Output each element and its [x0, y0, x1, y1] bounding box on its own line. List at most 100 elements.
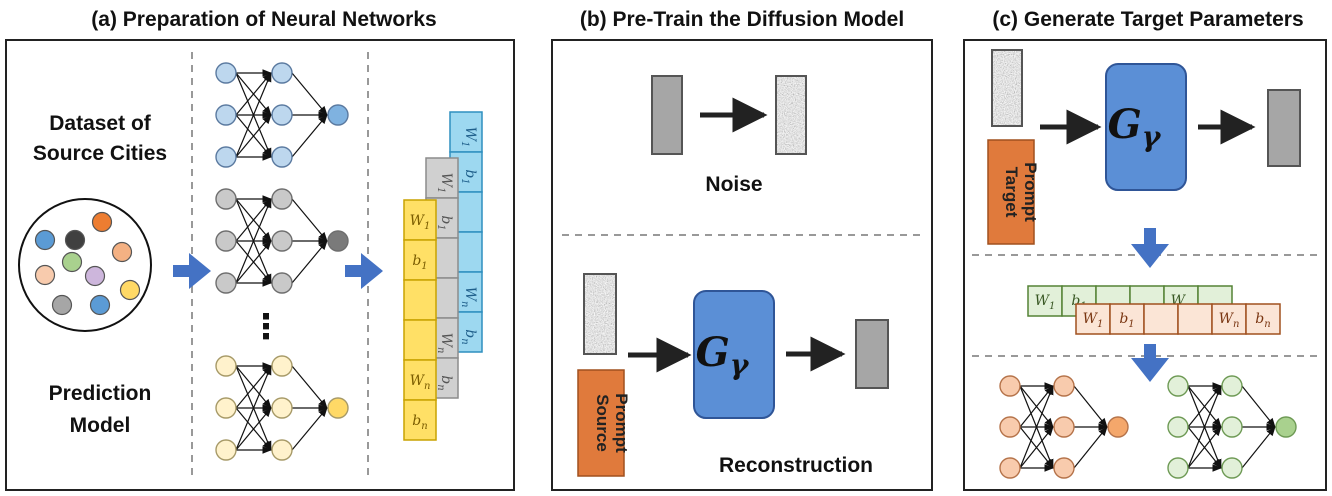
- network-output-node: [327, 104, 349, 126]
- target-prompt-box: [987, 139, 1035, 245]
- noisy-input-block: [584, 274, 616, 354]
- network-node: [271, 146, 293, 168]
- network-edge: [291, 114, 328, 158]
- source-network: [215, 62, 349, 168]
- noise-label: Noise: [705, 173, 762, 196]
- parameter-cell: [449, 111, 483, 153]
- parameter-cell: [1245, 303, 1281, 335]
- network-node: [271, 104, 293, 126]
- network-edge: [1241, 385, 1276, 428]
- source-prompt-line2: Prompt: [612, 393, 631, 453]
- parameter-cell: [403, 399, 437, 441]
- dataset-dot: [111, 241, 133, 263]
- model-symbol-c: Gγ: [1108, 101, 1162, 153]
- dataset-dot: [61, 251, 83, 273]
- network-node: [271, 188, 293, 210]
- network-node: [1167, 375, 1189, 397]
- network-edge: [291, 407, 328, 451]
- diffusion-model-block-b: [693, 290, 775, 419]
- parameter-cell: [1177, 303, 1213, 335]
- param-cell-label: bn: [459, 329, 478, 344]
- param-cell-label: bn: [435, 375, 454, 390]
- blue-down-arrow-c1: [1131, 228, 1169, 268]
- dataset-label-line1: Dataset of: [49, 112, 152, 135]
- network-edge: [235, 240, 272, 284]
- parameter-cell: [1211, 303, 1247, 335]
- network-edge: [1019, 426, 1054, 469]
- network-edge: [235, 114, 272, 158]
- network-edge: [1073, 385, 1108, 428]
- network-output-node: [327, 230, 349, 252]
- noisy-input-border: [583, 273, 617, 355]
- network-edge: [291, 198, 328, 242]
- network-node: [1221, 375, 1243, 397]
- param-cell-label: Wn: [435, 333, 454, 354]
- network-node: [271, 62, 293, 84]
- network-node: [1053, 457, 1075, 479]
- network-node: [1053, 416, 1075, 438]
- network-output-node: [327, 397, 349, 419]
- network-node: [215, 230, 237, 252]
- network-node: [271, 272, 293, 294]
- network-edge: [291, 365, 328, 409]
- network-node: [215, 104, 237, 126]
- parameter-cell: [403, 359, 437, 401]
- network-edge: [1187, 426, 1222, 469]
- dataset-label-line2: Source Cities: [33, 142, 167, 165]
- network-node: [999, 457, 1021, 479]
- dataset-circle: [18, 198, 152, 332]
- model-label-line2: Model: [70, 414, 131, 437]
- generated-param-block: [1267, 89, 1301, 167]
- param-cell-label: b1: [412, 253, 427, 272]
- network-node: [271, 397, 293, 419]
- dataset-dots: [34, 211, 141, 316]
- network-edge: [235, 365, 272, 451]
- network-node: [215, 146, 237, 168]
- network-output-node: [1107, 416, 1129, 438]
- dataset-dot: [119, 279, 141, 301]
- param-cell-label: Wn: [459, 287, 478, 308]
- network-edge: [235, 72, 272, 158]
- network-node: [999, 375, 1021, 397]
- network-edge: [1187, 385, 1222, 469]
- network-node: [1167, 457, 1189, 479]
- parameter-cell: [1143, 303, 1179, 335]
- network-node: [271, 355, 293, 377]
- param-cell-label: W1: [1035, 293, 1056, 312]
- network-node: [1221, 416, 1243, 438]
- param-cell-label: b1: [435, 215, 454, 230]
- target-prompt-line1: Target: [1002, 167, 1021, 218]
- param-cell-label: bn: [412, 413, 427, 432]
- param-cell-label: Wn: [410, 373, 431, 392]
- network-edge: [291, 72, 328, 116]
- panel-b-title: (b) Pre-Train the Diffusion Model: [580, 8, 904, 31]
- param-cell-label: W1: [459, 127, 478, 148]
- target-prompt-line2: Prompt: [1021, 162, 1040, 222]
- param-cell-label: W1: [410, 213, 431, 232]
- noisy-input-border-c: [991, 49, 1023, 127]
- target-parameter-cards: W1b1WnW1b1Wnbn: [1027, 285, 1281, 335]
- network-edge: [1073, 426, 1108, 469]
- param-cell-label: Wn: [1219, 311, 1240, 330]
- source-network: [215, 355, 349, 461]
- network-edge: [235, 407, 272, 451]
- target-network: [1167, 375, 1297, 479]
- panel-a-title: (a) Preparation of Neural Networks: [91, 8, 436, 31]
- network-node: [271, 230, 293, 252]
- param-cell-label: b1: [459, 169, 478, 184]
- target-networks: [999, 375, 1297, 479]
- network-edge: [1019, 385, 1054, 469]
- network-node: [215, 439, 237, 461]
- network-edge: [291, 240, 328, 284]
- source-prompt-box: [577, 369, 625, 477]
- noisy-input-block-c: [992, 50, 1022, 126]
- param-cell-label: b1: [1119, 311, 1134, 330]
- dataset-dot: [89, 294, 111, 316]
- panel-c-title: (c) Generate Target Parameters: [992, 8, 1303, 31]
- clean-param-block: [651, 75, 683, 155]
- network-edge: [1241, 426, 1276, 469]
- model-symbol-b: Gγ: [696, 329, 750, 381]
- network-node: [1167, 416, 1189, 438]
